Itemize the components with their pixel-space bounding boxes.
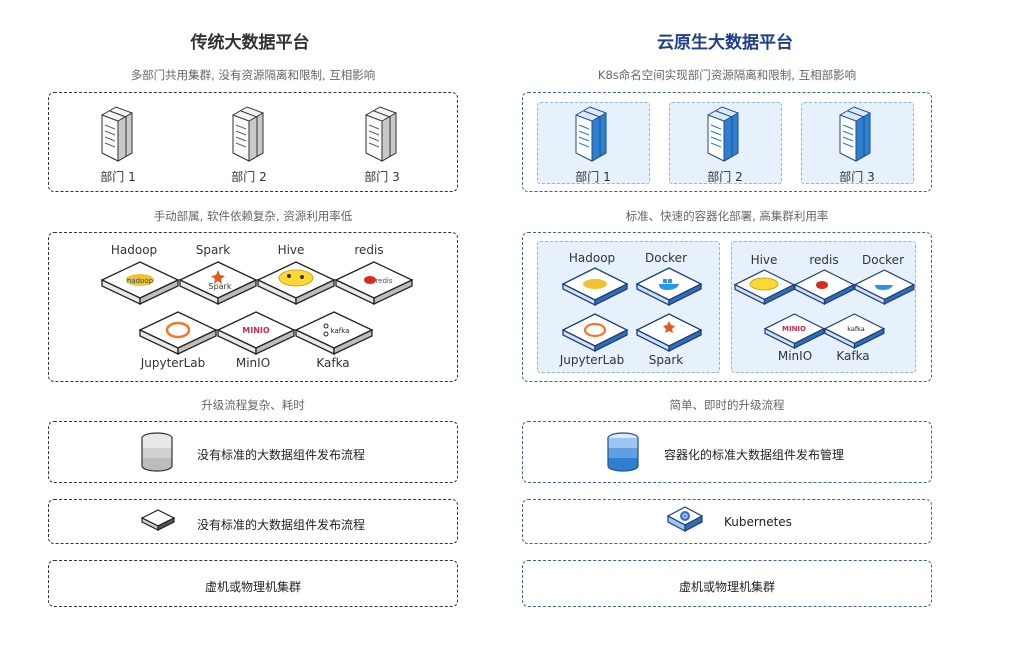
right-b-hive-label: Hive [750,253,778,267]
server-icon [575,106,607,162]
svg-text:Spark: Spark [209,282,232,291]
redis-tile-icon: redis [335,261,413,305]
right-caption-3: 简单、即时的升级流程 [669,398,785,412]
left-comp-redis-label: redis [354,243,384,257]
svg-text:MINIO: MINIO [782,325,806,333]
right-dept-panel-2 [669,102,782,184]
svg-text:MINIO: MINIO [242,326,270,335]
spark-tile-icon [636,313,702,352]
stack-icon [140,509,176,531]
minio-tile-icon: MINIO [217,311,295,355]
left-caption-1: 多部门共用集群, 没有资源隔离和限制, 互相影响 [130,68,376,82]
server-icon [101,106,133,162]
left-layer-infra [48,560,458,607]
left-caption-2: 手动部属, 软件依赖复杂, 资源利用率低 [153,209,353,223]
right-b-kafka-label: Kafka [836,349,870,363]
left-components-box [48,232,458,382]
left-caption-3: 升级流程复杂、耗时 [201,398,305,412]
hadoop-tile-icon: hadoop [101,261,179,305]
right-b-docker-label: Docker [861,253,905,267]
right-layer-orchestration [522,499,932,544]
right-a-spark-label: Spark [648,353,684,367]
right-namespace-panel-b [731,241,916,373]
right-layer-infra [522,560,932,607]
right-a-docker-label: Docker [644,251,688,265]
svg-text:kafka: kafka [847,325,865,333]
hadoop-tile-icon [562,267,628,306]
server-icon [839,106,871,162]
right-title: 云原生大数据平台 [657,33,793,53]
hive-tile-icon [257,261,335,305]
right-namespace-panel-a [537,241,720,373]
right-departments-box [522,92,932,192]
right-layer-release [522,421,932,483]
hive-tile-icon [734,269,795,305]
redis-tile-icon [794,269,855,305]
docker-tile-icon [854,269,915,305]
right-components-box [522,232,932,382]
right-dept-1-label: 部门 1 [575,170,611,184]
svg-text:hadoop: hadoop [127,277,154,285]
left-comp-kafka-label: Kafka [316,356,350,370]
server-icon [707,106,739,162]
database-icon [141,432,173,472]
left-layer-orchestration [48,499,458,544]
docker-tile-icon [636,267,702,306]
right-layer-orchestration-text: Kubernetes [724,515,792,529]
left-comp-minio-label: MinIO [235,356,271,370]
kafka-tile-icon: kafka [824,313,885,349]
right-a-jupyterlab-label: JupyterLab [559,353,625,367]
right-layer-infra-text: 虚机或物理机集群 [679,580,776,594]
left-title: 传统大数据平台 [190,33,310,53]
server-icon [365,106,397,162]
database-icon [607,432,639,472]
spark-tile-icon: Spark [179,261,257,305]
left-comp-spark-label: Spark [195,243,231,257]
right-dept-3-label: 部门 3 [839,170,875,184]
left-departments-box [48,92,458,192]
left-dept-2-label: 部门 2 [231,170,267,184]
kafka-tile-icon: kafka [295,311,373,355]
left-comp-jupyterlab-label: JupyterLab [140,356,206,370]
server-icon [232,106,264,162]
right-layer-release-text: 容器化的标准大数据组件发布管理 [664,448,845,462]
jupyter-tile-icon [562,313,628,352]
svg-text:kafka: kafka [331,327,350,335]
svg-text:redis: redis [375,277,392,285]
left-dept-1-label: 部门 1 [100,170,136,184]
right-b-minio-label: MinIO [777,349,813,363]
left-comp-hadoop-label: Hadoop [110,243,158,257]
right-b-redis-label: redis [809,253,839,267]
left-dept-3-label: 部门 3 [364,170,400,184]
minio-tile-icon: MINIO [764,313,825,349]
jupyter-tile-icon [139,311,217,355]
right-a-hadoop-label: Hadoop [568,251,616,265]
kubernetes-icon [666,506,704,532]
left-layer-orchestration-text: 没有标准的大数据组件发布流程 [197,518,366,532]
left-layer-infra-text: 虚机或物理机集群 [205,580,302,594]
left-layer-release [48,421,458,483]
left-comp-hive-label: Hive [277,243,305,257]
right-dept-2-label: 部门 2 [707,170,743,184]
right-caption-2: 标准、快速的容器化部署, 高集群利用率 [625,209,829,223]
left-layer-release-text: 没有标准的大数据组件发布流程 [197,448,366,462]
right-caption-1: K8s命名空间实现部门资源隔离和限制, 互相部影响 [597,68,857,82]
